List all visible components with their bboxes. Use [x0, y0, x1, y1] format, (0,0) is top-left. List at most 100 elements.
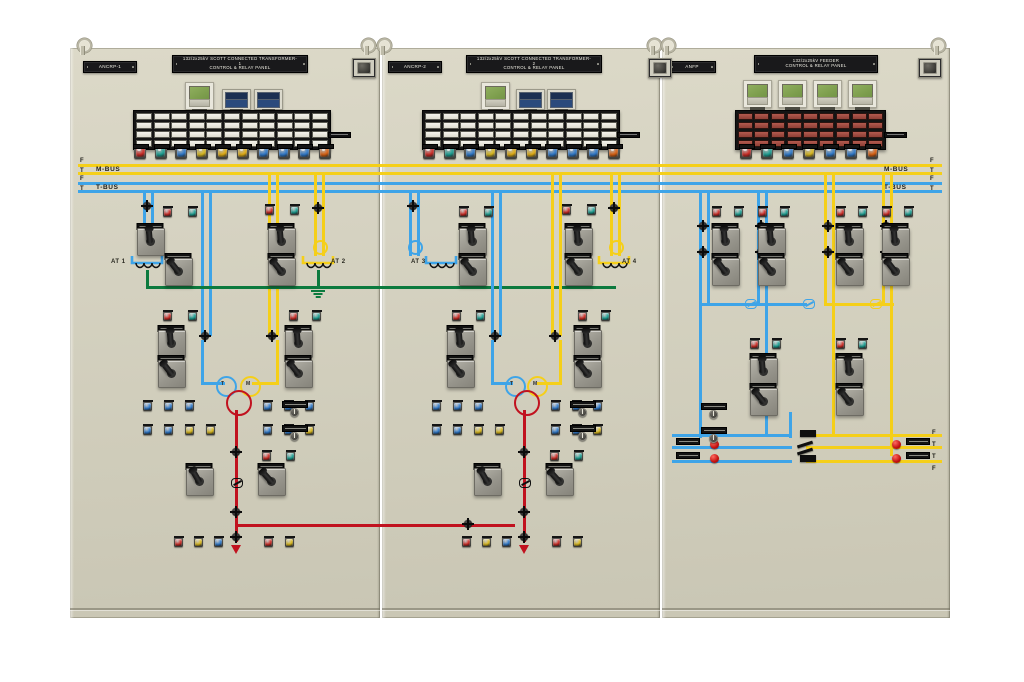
digital-meter-p2-2[interactable] — [547, 89, 576, 112]
annunciator-window-cell[interactable] — [600, 113, 617, 121]
annunciator-window-cell[interactable] — [425, 130, 442, 139]
cs-p3-y2-lower[interactable] — [881, 253, 910, 286]
annunciator-window-cell[interactable] — [188, 113, 205, 121]
cs-p3-y2-upper[interactable] — [881, 223, 910, 256]
annunciator-window-cell[interactable] — [600, 121, 617, 130]
annunciator-window-cell[interactable] — [786, 121, 802, 130]
annunciator-window-cell[interactable] — [477, 121, 494, 130]
ind-p1-at1-trip[interactable] — [162, 205, 173, 217]
annunciator-window-cell[interactable] — [512, 121, 530, 130]
pushbutton-lamp[interactable] — [422, 143, 438, 159]
annunciator-window-cell[interactable] — [530, 121, 547, 130]
numerical-relay-display-p2[interactable] — [481, 82, 510, 112]
ind-p2-m-1[interactable] — [431, 399, 442, 411]
annunciator-window-cell[interactable] — [276, 121, 293, 130]
annunciator-window-cell[interactable] — [583, 130, 600, 139]
annunciator-window-cell[interactable] — [206, 121, 223, 130]
sel-p1-voltmeter[interactable] — [290, 432, 299, 441]
p3-isolator-y1-mid[interactable] — [822, 246, 834, 258]
ind-p2-mid-r-trip[interactable] — [577, 309, 588, 321]
ind-p1-at1-close[interactable] — [187, 205, 198, 217]
pushbutton-lamp[interactable] — [545, 143, 561, 159]
ind-p1-mid-l-close[interactable] — [187, 309, 198, 321]
cs-p2-at3-upper[interactable] — [458, 223, 487, 256]
ind-p1-m-7[interactable] — [205, 423, 216, 435]
ind-p1-r-4[interactable] — [262, 423, 273, 435]
ind-p2-low-3[interactable] — [501, 535, 512, 547]
ind-p1-m-2[interactable] — [163, 399, 174, 411]
sel-p2-ammeter[interactable] — [578, 408, 587, 417]
annunciator-window-cell[interactable] — [241, 113, 258, 121]
annunciator-window-cell[interactable] — [311, 121, 328, 130]
ind-p2-r-3[interactable] — [592, 399, 603, 411]
cs-p2-at4-lower[interactable] — [564, 253, 593, 286]
annunciator-window-cell[interactable] — [868, 121, 883, 130]
pushbutton-lamp[interactable] — [781, 143, 797, 159]
annunciator-window-cell[interactable] — [803, 121, 818, 130]
annunciator-window-cell[interactable] — [425, 113, 442, 121]
pushbutton-lamp[interactable] — [586, 143, 602, 159]
p3-isolator-b1-top[interactable] — [697, 220, 709, 232]
ind-p1-r-3[interactable] — [304, 399, 315, 411]
annunciator-window-cell[interactable] — [223, 130, 241, 139]
ind-p2-at4-close[interactable] — [586, 203, 597, 215]
annunciator-window-cell[interactable] — [311, 113, 328, 121]
annunciator-window-cell[interactable] — [770, 121, 786, 130]
cs-p1-mid-left-lower[interactable] — [157, 355, 186, 388]
annunciator-window-cell[interactable] — [477, 113, 494, 121]
pushbutton-lamp[interactable] — [235, 143, 252, 159]
ind-p2-low-6[interactable] — [551, 535, 562, 547]
annunciator-window-cell[interactable] — [495, 113, 512, 121]
digital-meter-p1-1[interactable] — [222, 89, 251, 112]
cs-p2-at3-lower[interactable] — [458, 253, 487, 286]
annunciator-window-cell[interactable] — [851, 130, 867, 139]
ind-p1-m-5[interactable] — [163, 423, 174, 435]
annunciator-window-cell[interactable] — [294, 130, 311, 139]
cs-p2-mid-left-upper[interactable] — [446, 325, 475, 358]
annunciator-window-cell[interactable] — [171, 130, 188, 139]
ind-p2-r-4[interactable] — [550, 423, 561, 435]
annunciator-window-cell[interactable] — [241, 121, 258, 130]
ind-p2-m-3[interactable] — [473, 399, 484, 411]
pushbutton-lamp[interactable] — [844, 143, 860, 159]
digital-meter-p2-1[interactable] — [516, 89, 545, 112]
annunciator-window-cell[interactable] — [819, 130, 835, 139]
annunciator-window-cell[interactable] — [188, 121, 205, 130]
pushbutton-lamp[interactable] — [276, 143, 293, 159]
ind-p3-b2-close[interactable] — [779, 205, 790, 217]
pushbutton-lamp[interactable] — [174, 143, 190, 159]
cs-p2-at4-upper[interactable] — [564, 223, 593, 256]
at3-isolator-upper[interactable] — [407, 200, 419, 212]
annunciator-window-cell[interactable] — [819, 121, 835, 130]
annunciator-window-cell[interactable] — [442, 130, 459, 139]
ind-p2-m-4[interactable] — [431, 423, 442, 435]
ind-p3-y2-trip[interactable] — [881, 205, 892, 217]
cs-p1-mid-left-upper[interactable] — [157, 325, 186, 358]
annunciator-window-cell[interactable] — [259, 121, 276, 130]
ind-p3-y1-close[interactable] — [857, 205, 868, 217]
annunciator-window-cell[interactable] — [868, 130, 883, 139]
pushbutton-lamp[interactable] — [317, 143, 334, 159]
annunciator-window-cell[interactable] — [460, 130, 477, 139]
cs-p3-mid-b-upper[interactable] — [749, 353, 778, 386]
annunciator-window-cell[interactable] — [153, 130, 170, 139]
pushbutton-lamp[interactable] — [215, 143, 231, 159]
annunciator-window-cell[interactable] — [548, 113, 565, 121]
ind-p2-m-7[interactable] — [494, 423, 505, 435]
cs-p1-at1-upper[interactable] — [136, 223, 165, 256]
cs-p1-mid-right-lower[interactable] — [284, 355, 313, 388]
at1-isolator-upper[interactable] — [141, 200, 153, 212]
ind-p1-m-6[interactable] — [184, 423, 195, 435]
sel-p3-voltmeter[interactable] — [709, 434, 718, 443]
ind-p2-at3-close[interactable] — [483, 205, 494, 217]
pushbutton-lamp[interactable] — [802, 143, 818, 159]
annunciator-window-cell[interactable] — [294, 121, 311, 130]
annunciator-window-cell[interactable] — [495, 121, 512, 130]
annunciator-window-cell[interactable] — [442, 113, 459, 121]
ind-p2-low-1[interactable] — [461, 535, 472, 547]
cs-p1-low-right[interactable] — [257, 463, 286, 496]
ind-p2-r-1[interactable] — [550, 399, 561, 411]
pushbutton-lamp[interactable] — [524, 143, 541, 159]
cs-p3-mid-y-lower[interactable] — [835, 383, 864, 416]
pushbutton-lamp[interactable] — [256, 143, 272, 159]
